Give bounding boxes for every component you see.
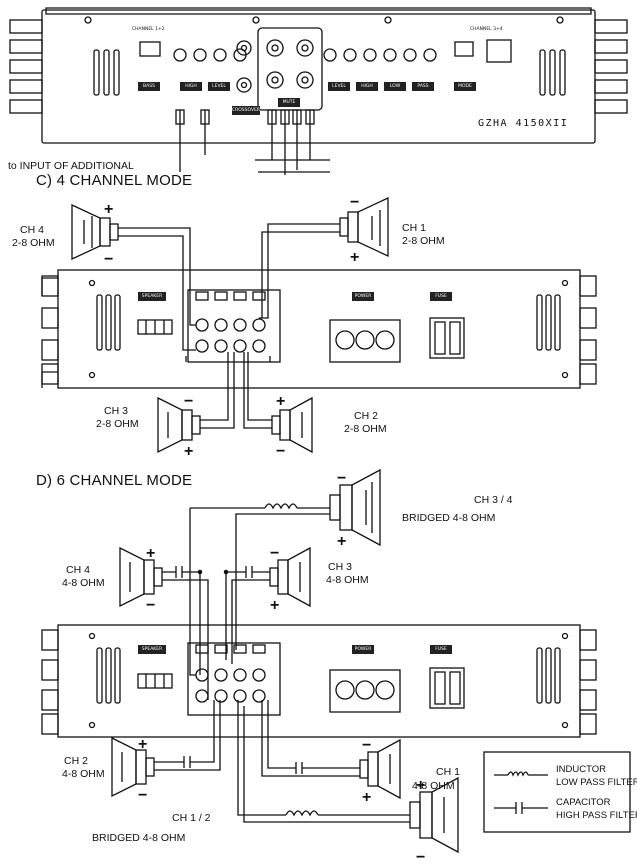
control-bass[interactable]: BASS bbox=[138, 82, 160, 91]
control-mute[interactable]: MUTE bbox=[278, 98, 300, 107]
control-pass[interactable]: PASS bbox=[412, 82, 434, 91]
polarity-plus: + bbox=[146, 545, 155, 562]
polarity-minus: − bbox=[276, 443, 285, 460]
control-low[interactable]: LOW bbox=[384, 82, 406, 91]
control-level-left[interactable]: LEVEL bbox=[208, 82, 230, 91]
speaker-d-ch3 bbox=[269, 546, 311, 608]
control-high[interactable]: HIGH bbox=[180, 82, 202, 91]
control-level-right[interactable]: LEVEL bbox=[328, 82, 350, 91]
speaker-c-ch4-ohm: 2-8 OHM bbox=[12, 237, 55, 249]
polarity-minus: − bbox=[270, 545, 279, 562]
speaker-d-ch1-ohm: 4-8 OHM bbox=[412, 780, 455, 792]
speaker-c-ch4-name: CH 4 bbox=[20, 224, 44, 236]
panel-power-label-d: POWER bbox=[352, 645, 374, 654]
wires-six-channel bbox=[154, 503, 410, 823]
speaker-d-ch34-ohm: BRIDGED 4-8 OHM bbox=[402, 512, 496, 524]
polarity-minus: − bbox=[350, 194, 359, 211]
speaker-d-ch34-name: CH 3 / 4 bbox=[474, 494, 513, 506]
speaker-c-ch2-ohm: 2-8 OHM bbox=[344, 423, 387, 435]
wires-four-channel bbox=[118, 223, 340, 429]
polarity-plus: + bbox=[276, 393, 285, 410]
panel-speaker-label-d: SPEAKER bbox=[138, 645, 166, 654]
speaker-d-ch34 bbox=[329, 468, 381, 547]
legend-inductor-title: INDUCTOR bbox=[556, 764, 606, 775]
polarity-plus: + bbox=[104, 201, 113, 218]
speaker-c-ch2 bbox=[271, 396, 313, 454]
legend-capacitor-desc: HIGH PASS FILTER bbox=[556, 810, 637, 821]
legend-inductor-desc: LOW PASS FILTER bbox=[556, 777, 637, 788]
polarity-minus: − bbox=[104, 251, 113, 268]
control-mode[interactable]: MODE bbox=[454, 82, 476, 91]
legend-box bbox=[483, 751, 631, 833]
speaker-c-ch3 bbox=[157, 396, 201, 454]
polarity-plus: + bbox=[362, 789, 371, 806]
speaker-c-ch4 bbox=[71, 203, 119, 261]
polarity-plus: + bbox=[350, 249, 359, 266]
speaker-d-ch1-name: CH 1 bbox=[436, 766, 460, 778]
control-high-right[interactable]: HIGH bbox=[356, 82, 378, 91]
channel-left-label: CHANNEL 1+2 bbox=[132, 27, 165, 32]
section-d-title: D) 6 CHANNEL MODE bbox=[36, 472, 193, 489]
speaker-c-ch2-name: CH 2 bbox=[354, 410, 378, 422]
speaker-d-ch1 bbox=[359, 738, 401, 800]
polarity-minus: − bbox=[184, 393, 193, 410]
polarity-plus: + bbox=[184, 443, 193, 460]
speaker-d-ch4-ohm: 4-8 OHM bbox=[62, 577, 105, 589]
section-c-title: C) 4 CHANNEL MODE bbox=[36, 172, 193, 189]
speaker-c-ch1-name: CH 1 bbox=[402, 222, 426, 234]
polarity-plus: + bbox=[337, 533, 346, 550]
panel-fuse-label-d: FUSE bbox=[430, 645, 452, 654]
polarity-minus: − bbox=[138, 787, 147, 804]
amp-top bbox=[9, 7, 628, 175]
channel-right-label: CHANNEL 3+4 bbox=[470, 27, 503, 32]
speaker-c-ch1 bbox=[339, 196, 389, 258]
speaker-d-ch4 bbox=[119, 546, 163, 608]
polarity-minus: − bbox=[416, 849, 425, 866]
polarity-plus: + bbox=[270, 597, 279, 614]
panel-speaker-label: SPEAKER bbox=[138, 292, 166, 301]
speaker-d-ch3-ohm: 4-8 OHM bbox=[326, 574, 369, 586]
speaker-d-ch2 bbox=[111, 736, 155, 798]
speaker-c-ch3-name: CH 3 bbox=[104, 405, 128, 417]
control-crossover[interactable]: CROSSOVER bbox=[232, 106, 261, 115]
speaker-c-ch3-ohm: 2-8 OHM bbox=[96, 418, 139, 430]
panel-fuse-label: FUSE bbox=[430, 292, 452, 301]
speaker-d-ch4-name: CH 4 bbox=[66, 564, 90, 576]
polarity-minus: − bbox=[146, 597, 155, 614]
polarity-minus: − bbox=[362, 737, 371, 754]
legend-capacitor-title: CAPACITOR bbox=[556, 797, 611, 808]
amp-model-label: GZHA 4150XII bbox=[478, 118, 569, 129]
polarity-plus: + bbox=[416, 777, 425, 794]
speaker-d-ch2-ohm: 4-8 OHM bbox=[62, 768, 105, 780]
polarity-plus: + bbox=[138, 736, 147, 753]
amp-six-channel bbox=[41, 624, 597, 738]
additional-input-note: to INPUT OF ADDITIONAL bbox=[8, 160, 134, 172]
panel-power-label: POWER bbox=[352, 292, 374, 301]
speaker-d-ch12-name: CH 1 / 2 bbox=[172, 812, 211, 824]
speaker-d-ch2-name: CH 2 bbox=[64, 755, 88, 767]
speaker-d-ch3-name: CH 3 bbox=[328, 561, 352, 573]
polarity-minus: − bbox=[337, 470, 346, 487]
speaker-d-ch12-ohm: BRIDGED 4-8 OHM bbox=[92, 832, 186, 844]
amp-four-channel bbox=[41, 269, 597, 389]
speaker-c-ch1-ohm: 2-8 OHM bbox=[402, 235, 445, 247]
